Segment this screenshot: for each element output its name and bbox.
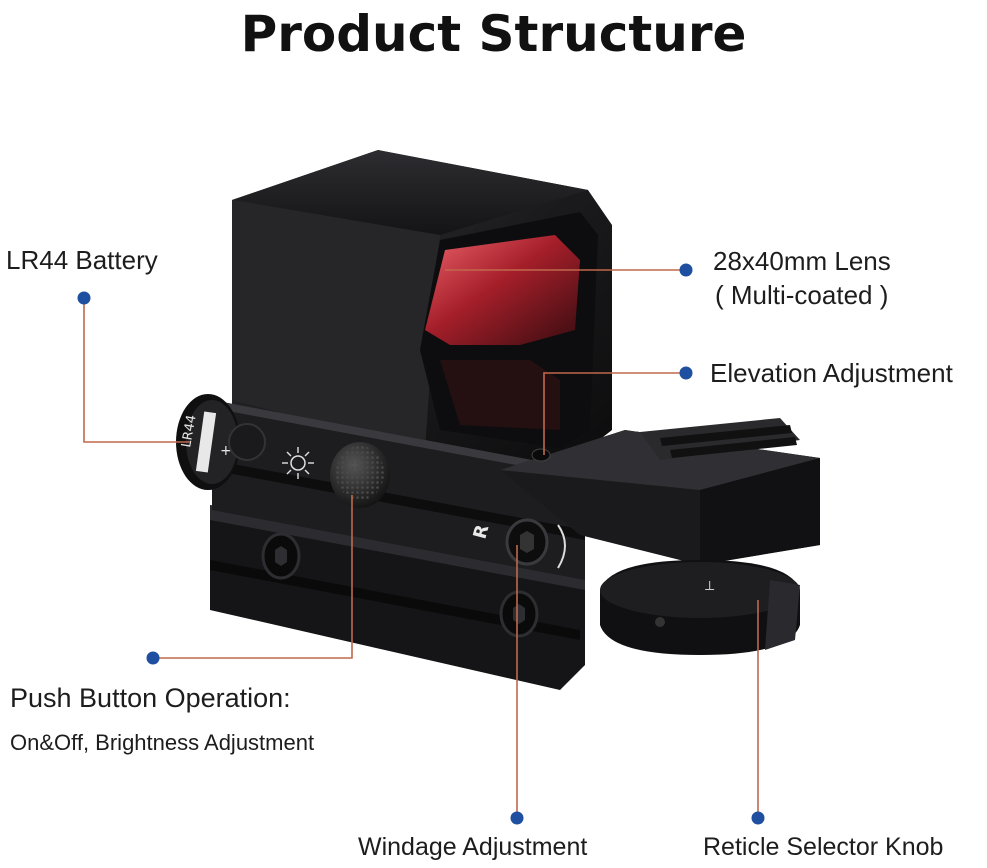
leader-lines	[83, 269, 759, 818]
lens-label: 28x40mm Lens	[713, 246, 891, 276]
rear-housing	[500, 418, 820, 565]
rail-screws	[261, 532, 539, 638]
page-title: Product Structure	[240, 5, 747, 63]
callout-dots	[77, 263, 765, 825]
svg-text:⟂: ⟂	[705, 578, 715, 594]
lens	[420, 212, 598, 448]
side-letter-engraving: R	[470, 522, 494, 541]
battery-label: LR44 Battery	[6, 245, 158, 275]
brightness-sun-icon	[228, 423, 314, 479]
push-button-label: Push Button Operation:	[10, 683, 291, 713]
push-button	[330, 442, 390, 508]
battery-cap-engraving: LR44	[179, 414, 199, 449]
reticle-knob: ⟂	[600, 560, 800, 655]
battery-cap: LR44 +	[176, 394, 240, 490]
elevation-label: Elevation Adjustment	[710, 358, 953, 388]
lens-sublabel: ( Multi-coated )	[715, 280, 889, 310]
reticle-label: Reticle Selector Knob	[703, 833, 944, 861]
push-button-sublabel: On&Off, Brightness Adjustment	[10, 730, 315, 755]
plus-engraving: +	[220, 443, 232, 459]
windage-label: Windage Adjustment	[358, 833, 588, 861]
side-plate	[212, 400, 585, 580]
